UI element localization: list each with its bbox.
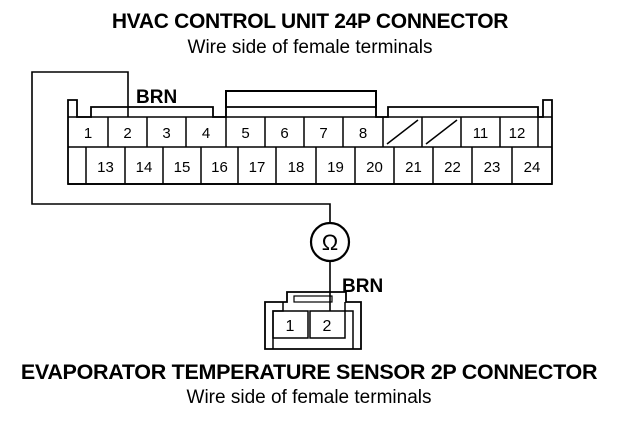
hvac-connector-subtitle: Wire side of female terminals (187, 37, 433, 58)
sensor-connector-subtitle: Wire side of female terminals (186, 387, 432, 408)
sensor-terminal-2 (309, 310, 346, 339)
hvac-terminal-17: 17 (249, 159, 266, 176)
sensor-terminal-1-label: 1 (286, 318, 295, 335)
hvac-terminal-16: 16 (211, 159, 228, 176)
hvac-terminal-24: 24 (524, 159, 541, 176)
hvac-terminal-7: 7 (319, 125, 327, 142)
sensor-terminal-2-label: 2 (323, 318, 332, 335)
sensor-connector-title: EVAPORATOR TEMPERATURE SENSOR 2P CONNECT… (20, 360, 598, 384)
hvac-connector-title: HVAC CONTROL UNIT 24P CONNECTOR (111, 10, 509, 33)
sensor-2p-connector: 1 2 (264, 291, 362, 350)
hvac-terminal-23: 23 (484, 159, 501, 176)
brn-wire-top (31, 71, 331, 222)
hvac-terminal-12: 12 (509, 125, 526, 142)
hvac-terminal-3: 3 (162, 125, 170, 142)
sensor-connector-shell (264, 291, 362, 350)
blank-terminal-9 (386, 119, 419, 145)
hvac-terminal-1: 1 (84, 125, 92, 142)
hvac-terminal-21: 21 (405, 159, 422, 176)
connector-latch (225, 90, 377, 108)
hvac-terminal-19: 19 (327, 159, 344, 176)
hvac-terminal-8: 8 (359, 125, 367, 142)
hvac-terminal-5: 5 (241, 125, 249, 142)
hvac-terminal-4: 4 (202, 125, 210, 142)
ohm-symbol: Ω (322, 230, 338, 255)
blank-terminal-10 (425, 119, 458, 145)
hvac-terminal-15: 15 (174, 159, 191, 176)
sensor-terminal-1 (272, 310, 309, 339)
hvac-terminal-2: 2 (123, 125, 131, 142)
hvac-terminal-22: 22 (444, 159, 461, 176)
hvac-wire-label: BRN (136, 87, 177, 108)
ohmmeter-icon: Ω (309, 221, 351, 263)
hvac-terminal-18: 18 (288, 159, 305, 176)
hvac-terminal-11: 11 (473, 125, 489, 142)
sensor-wire-label: BRN (342, 276, 383, 297)
hvac-terminal-6: 6 (280, 125, 288, 142)
hvac-terminal-14: 14 (136, 159, 153, 176)
hvac-terminal-20: 20 (366, 159, 383, 176)
hvac-terminal-13: 13 (97, 159, 114, 176)
